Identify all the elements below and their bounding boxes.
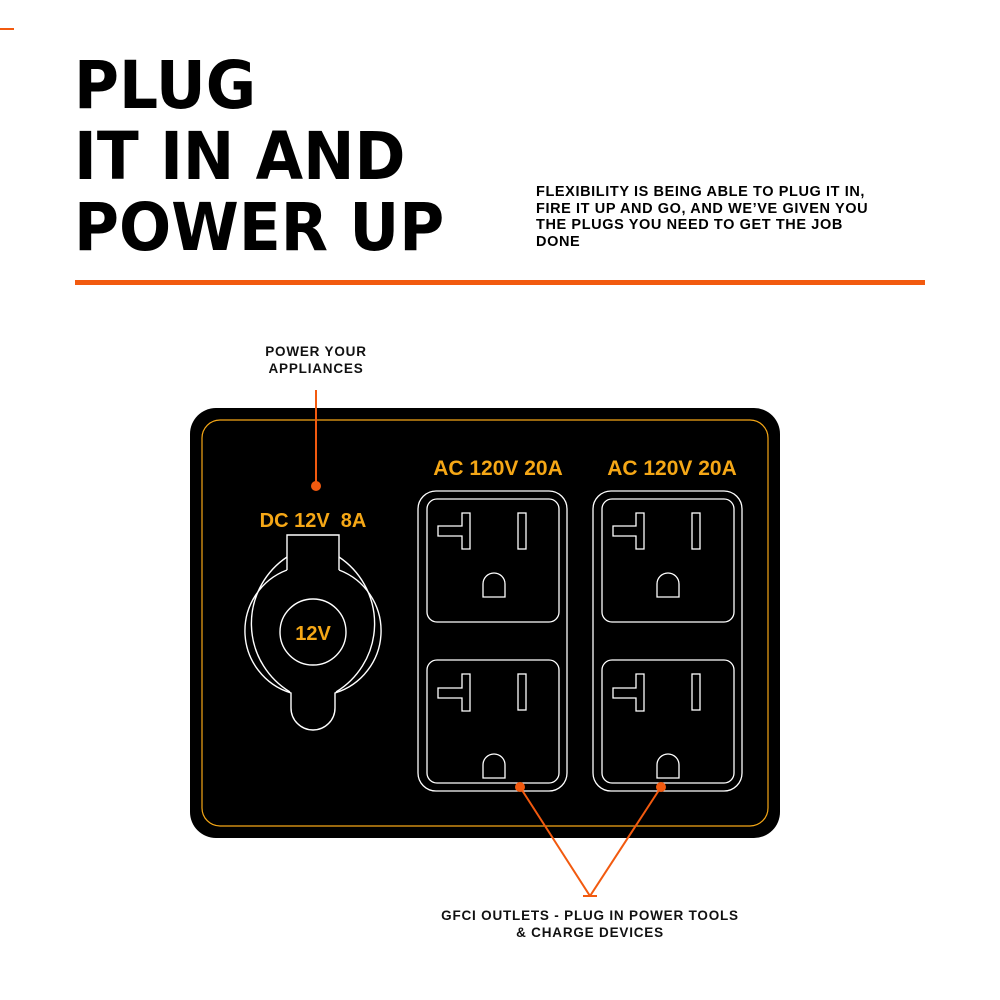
receptacle-bottom — [426, 659, 560, 784]
ground-pin-icon — [482, 572, 506, 598]
panel-inner-border — [201, 419, 769, 827]
slot-icon — [691, 673, 701, 711]
gfci-callout-line-1: GFCI OUTLETS - PLUG IN POWER TOOLS — [441, 908, 739, 923]
title-line-3: POWER UP — [74, 189, 445, 266]
ac-outlet-label-1: AC 120V 20A — [433, 457, 563, 480]
dc-outlet-label: DC 12V 8A — [260, 510, 367, 532]
dc-callout-line-2: APPLIANCES — [268, 361, 364, 376]
socket-center — [279, 598, 347, 666]
dc-callout-dot — [311, 481, 321, 491]
description-line-2: FIRE IT UP AND GO, AND WE’VE GIVEN YOU — [536, 200, 869, 217]
receptacle-top — [601, 498, 735, 623]
description-line-3: THE PLUGS YOU NEED TO GET THE JOB — [536, 217, 843, 233]
t-slot-icon — [612, 512, 645, 550]
slot-icon — [691, 512, 701, 550]
ground-pin-icon — [656, 572, 680, 598]
description-text: FLEXIBILITY IS BEING ABLE TO PLUG IT IN,… — [536, 184, 936, 250]
receptacle-top — [426, 498, 560, 623]
gfci-callout-dot-1 — [515, 782, 525, 792]
gfci-outlet-group-2 — [592, 490, 743, 792]
title-line-2: IT IN AND — [74, 118, 406, 195]
socket-top-tab — [286, 534, 340, 557]
outlet-frame — [592, 490, 743, 792]
t-slot-icon — [612, 673, 645, 712]
gfci-callout-line-2: & CHARGE DEVICES — [516, 925, 664, 940]
dc-callout-label: POWER YOUR APPLIANCES — [216, 343, 416, 377]
ground-pin-icon — [656, 753, 680, 779]
description-line-4: DONE — [536, 233, 581, 250]
gfci-callout-label: GFCI OUTLETS - PLUG IN POWER TOOLS & CHA… — [390, 907, 790, 941]
t-slot-icon — [437, 512, 471, 550]
corner-accent-tick — [0, 28, 14, 30]
dc-socket-label: 12V — [295, 623, 331, 645]
description-line-1: FLEXIBILITY IS BEING ABLE TO PLUG IT IN, — [536, 184, 866, 200]
ac-outlet-label-2: AC 120V 20A — [607, 457, 737, 480]
control-panel — [190, 408, 780, 838]
section-divider — [75, 280, 925, 285]
receptacle-bottom — [601, 659, 735, 784]
gfci-callout-leader — [515, 782, 666, 897]
socket-outer-ring — [250, 556, 376, 693]
ground-pin-icon — [482, 753, 506, 779]
dc-12v-socket — [244, 534, 382, 731]
outlet-frame — [417, 490, 568, 792]
gfci-callout-dot-2 — [656, 782, 666, 792]
title-line-1: PLUG — [74, 47, 257, 124]
t-slot-icon — [437, 673, 471, 712]
page-title: PLUG IT IN AND POWER UP — [74, 50, 444, 263]
slot-icon — [517, 673, 527, 711]
dc-callout-line-1: POWER YOUR — [265, 344, 367, 359]
gfci-outlet-group-1 — [417, 490, 568, 792]
slot-icon — [517, 512, 527, 550]
socket-inner-ring — [244, 569, 382, 731]
